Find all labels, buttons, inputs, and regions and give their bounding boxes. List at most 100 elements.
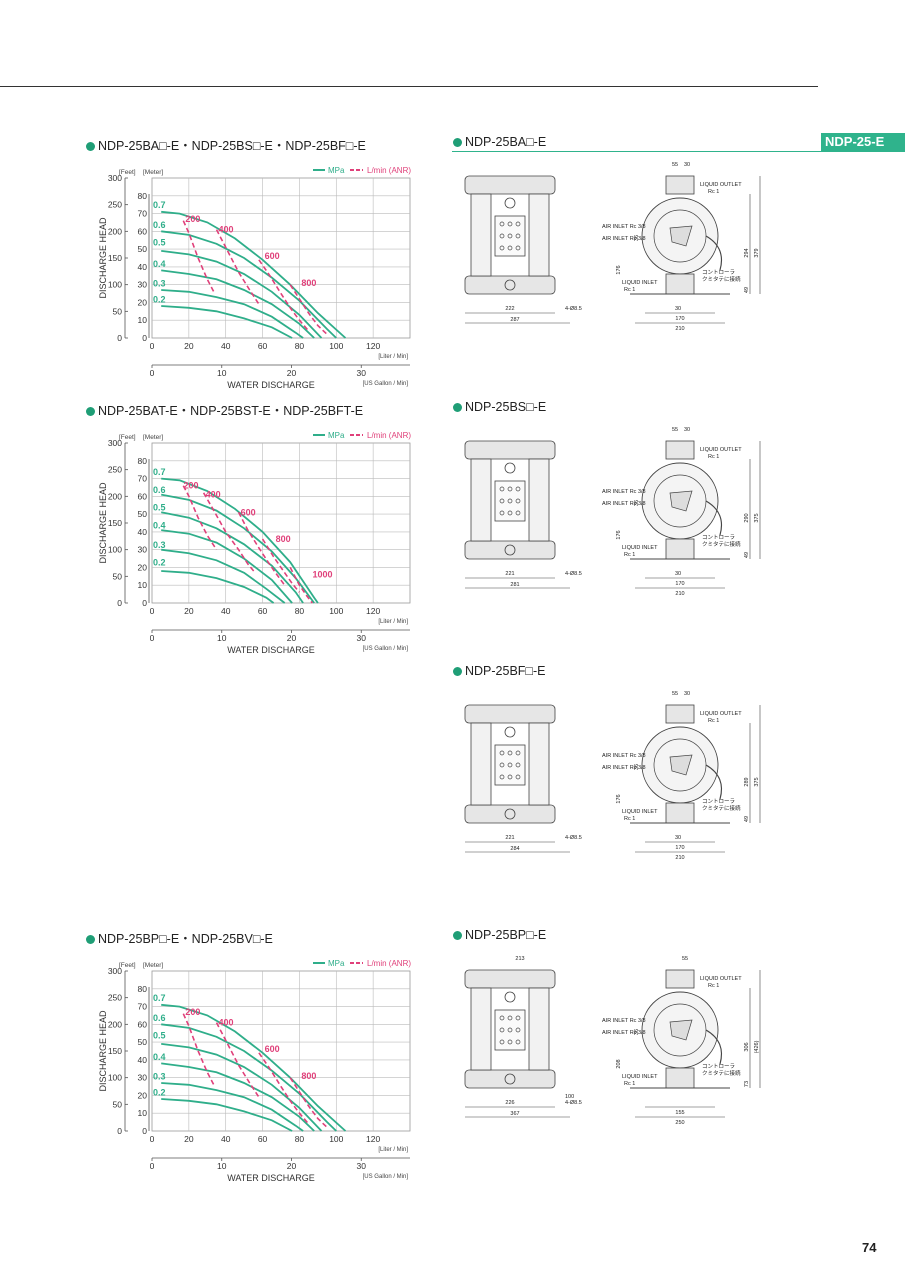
liter-tick-label: 100: [329, 1134, 343, 1144]
mpa-curve-label: 0.6: [153, 485, 166, 495]
left-chamber: [470, 987, 492, 1071]
dim-height-total: 379: [754, 248, 760, 257]
liquid-inlet-rc: Rc 1: [624, 552, 635, 558]
mpa-curve-0.2: [161, 1098, 293, 1132]
badge-rule: [452, 151, 905, 152]
controller-cable: [705, 764, 723, 800]
flow-curve-800: [289, 284, 328, 335]
controller-label: コントローラ: [702, 1063, 735, 1070]
bolt-icon: [515, 510, 521, 516]
outlet-port-icon: [504, 462, 516, 474]
meter-tick-label: 30: [138, 545, 148, 555]
mpa-curve-0.3: [161, 289, 304, 339]
legend-mpa-label: MPa: [328, 166, 345, 175]
flow-curve-label: 1000: [312, 570, 332, 580]
inlet-port-icon: [504, 544, 516, 556]
dim-55: 55: [682, 956, 688, 962]
mpa-curve-label: 0.5: [153, 238, 166, 248]
meter-tick-label: 10: [138, 580, 148, 590]
dim-30-bottom: 30: [675, 306, 681, 312]
feet-unit-label: [Feet]: [119, 434, 136, 441]
dim-36: 36: [634, 500, 640, 506]
meter-tick-label: 20: [138, 562, 148, 572]
bolt-icon: [499, 1015, 505, 1021]
feet-tick-label: 100: [108, 545, 122, 555]
mpa-curve-0.5: [161, 1043, 323, 1132]
gallon-unit-label: [US Gallon / Min]: [363, 381, 409, 387]
drawing-title-1: NDP-25BA□-E: [453, 135, 546, 149]
feet-tick-label: 100: [108, 280, 122, 290]
meter-tick-label: 50: [138, 1037, 148, 1047]
liter-tick-label: 40: [221, 606, 231, 616]
controller-note: クミタテに接続: [702, 1069, 741, 1077]
flow-curve-200: [182, 485, 218, 551]
liter-tick-label: 60: [258, 341, 268, 351]
liquid-outlet-label: LIQUID OUTLET: [700, 976, 742, 982]
meter-tick-label: 20: [138, 1090, 148, 1100]
flow-curve-600: [258, 259, 310, 332]
meter-tick-label: 10: [138, 1108, 148, 1118]
mpa-curve-0.6: [161, 230, 337, 339]
meter-tick-label: 70: [138, 1002, 148, 1012]
chart-title-2: NDP-25BAT-E・NDP-25BST-E・NDP-25BFT-E: [86, 400, 363, 419]
bolt-icon: [515, 1039, 521, 1045]
bolt-icon: [507, 498, 513, 504]
x-axis-label: WATER DISCHARGE: [227, 645, 315, 655]
feet-tick-label: 300: [108, 438, 122, 448]
dim-49: 49: [744, 287, 750, 293]
air-inlet-label-1: AIR INLET Rc 3/8: [602, 1018, 646, 1024]
liquid-outlet-rc: Rc 1: [708, 718, 719, 724]
dim-36: 36: [634, 1029, 640, 1035]
liquid-inlet-rc: Rc 1: [624, 816, 635, 822]
meter-unit-label: [Meter]: [143, 434, 163, 441]
bolt-icon: [507, 774, 513, 780]
page-number: 74: [862, 1240, 877, 1255]
meter-tick-label: 40: [138, 262, 148, 272]
mpa-curve-label: 0.5: [153, 1031, 166, 1041]
y-axis-label: DISCHARGE HEAD: [98, 217, 108, 299]
inlet-port-icon: [504, 1073, 516, 1085]
dim-210: 210: [675, 326, 684, 332]
bolt-icon: [499, 498, 505, 504]
liter-tick-label: 0: [150, 606, 155, 616]
flow-curve-label: 200: [185, 214, 200, 224]
dim-height-total: (426): [754, 1040, 760, 1053]
mpa-curve-label: 0.6: [153, 220, 166, 230]
controller-cable: [705, 1029, 723, 1065]
bolt-icon: [515, 1027, 521, 1033]
liter-unit-label: [Liter / Min]: [378, 1147, 408, 1153]
bolt-icon: [507, 245, 513, 251]
flow-curve-400: [215, 1022, 260, 1098]
gallon-unit-label: [US Gallon / Min]: [363, 646, 409, 652]
outlet-manifold: [464, 440, 556, 460]
liquid-inlet-rc: Rc 1: [624, 287, 635, 293]
dim-bolt-holes: 4-Ø8.5: [565, 306, 582, 312]
mpa-curve-0.2: [161, 305, 293, 339]
mpa-curve-label: 0.7: [153, 467, 166, 477]
meter-unit-label: [Meter]: [143, 169, 163, 176]
meter-tick-label: 80: [138, 984, 148, 994]
mpa-curve-label: 0.2: [153, 1087, 166, 1097]
feet-unit-label: [Feet]: [119, 169, 136, 176]
meter-tick-label: 80: [138, 191, 148, 201]
bolt-icon: [499, 1027, 505, 1033]
mpa-curve-0.4: [161, 269, 315, 339]
bolt-icon: [507, 1039, 513, 1045]
x-axis-label: WATER DISCHARGE: [227, 1173, 315, 1183]
top-rule: [0, 86, 818, 87]
meter-tick-label: 70: [138, 209, 148, 219]
gallon-tick-label: 20: [287, 368, 297, 378]
legend-mpa-label: MPa: [328, 431, 345, 440]
chart-title-text: NDP-25BAT-E・NDP-25BST-E・NDP-25BFT-E: [98, 404, 364, 418]
meter-tick-label: 80: [138, 456, 148, 466]
legend-flow-label: L/min (ANR): [367, 166, 411, 175]
gallon-tick-label: 10: [217, 368, 227, 378]
flow-curve-label: 800: [276, 534, 291, 544]
mpa-curve-label: 0.7: [153, 993, 166, 1003]
dim-49: 49: [744, 552, 750, 558]
dim-210: 210: [675, 591, 684, 597]
air-inlet-label-1: AIR INLET Rc 3/8: [602, 489, 646, 495]
meter-tick-label: 40: [138, 527, 148, 537]
